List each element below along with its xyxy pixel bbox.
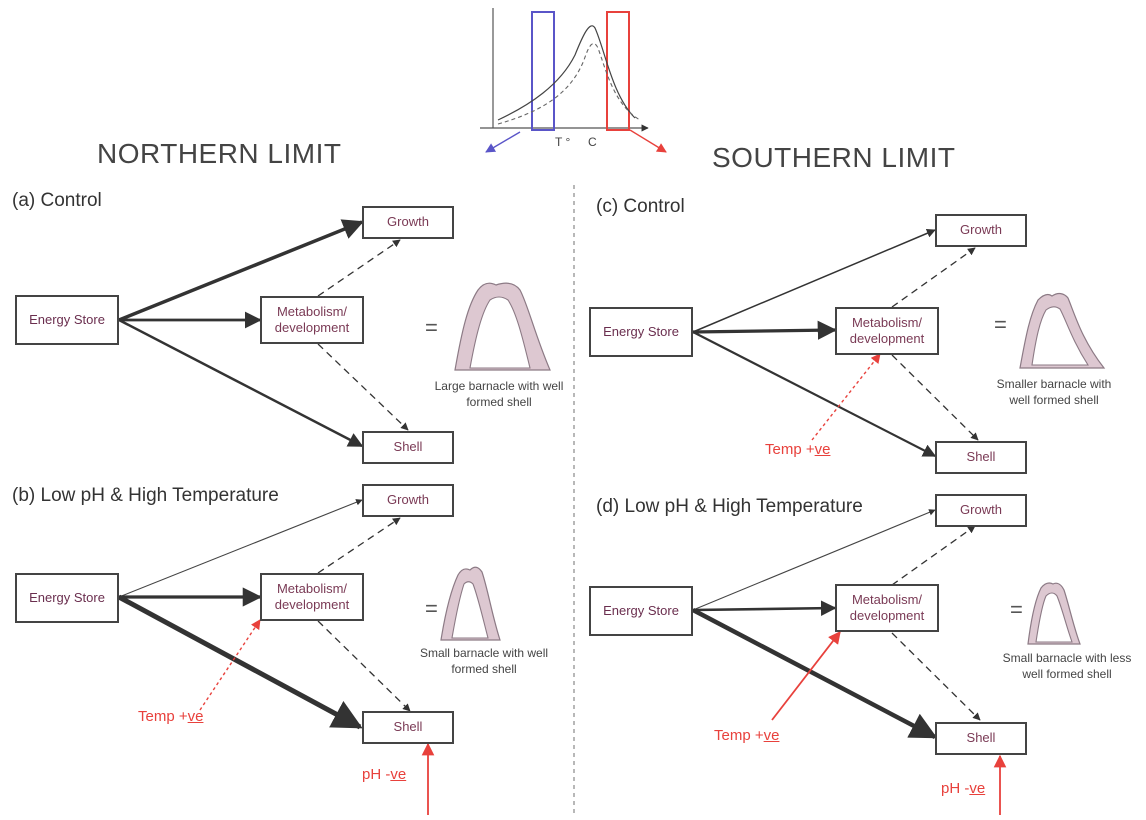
panel-c-arrows [692, 228, 979, 457]
panel-c-equals: = [994, 312, 1007, 337]
panel-c-title: (c) Control [596, 196, 685, 217]
arrow-c-temp [811, 353, 881, 441]
panel-b-equals: = [425, 596, 438, 621]
barnacle-c-icon [1019, 292, 1106, 369]
panel-c-caption: Smaller barnacle with well formed shell [996, 377, 1112, 408]
panel-c-growth: Growth [935, 214, 1027, 247]
panel-b-caption: Small barnacle with well formed shell [419, 646, 549, 677]
panel-d-ph-text: pH - [941, 780, 970, 797]
inset-red-window [606, 11, 630, 131]
panel-a-metabolism: Metabolism/ development [260, 296, 364, 344]
panel-c-temp-label: Temp +ve [765, 441, 830, 458]
arrow-d-energy-shell [691, 608, 938, 739]
panel-b-ph-label: pH -ve [362, 766, 406, 783]
panel-b-shell: Shell [362, 711, 454, 744]
arrow-b-temp [199, 619, 261, 711]
panel-d-shell: Shell [935, 722, 1027, 755]
panel-d-growth: Growth [935, 494, 1027, 527]
arrow-d-metab-growth [891, 525, 976, 586]
barnacle-b-icon [440, 566, 501, 641]
panel-d-temp-ve: ve [763, 727, 780, 744]
heading-northern-limit: NORTHERN LIMIT [97, 138, 342, 169]
arrow-c-energy-shell [692, 331, 937, 457]
panel-c-metabolism: Metabolism/ development [835, 307, 939, 355]
panel-d-equals: = [1010, 597, 1023, 622]
panel-a-caption: Large barnacle with well formed shell [434, 379, 564, 410]
arrow-b-energy-growth [118, 499, 363, 598]
barnacle-d-icon [1027, 582, 1081, 645]
panel-b-ph-ve: ve [390, 766, 407, 783]
panel-d-temp-text: Temp + [714, 727, 764, 744]
inset-dashed-curve [497, 42, 641, 125]
panel-b-growth: Growth [362, 484, 454, 517]
arrow-a-energy-growth [118, 219, 364, 322]
panel-d-ph-ve: ve [969, 780, 986, 797]
arrow-c-energy-growth [692, 228, 936, 333]
panel-b-temp-text: Temp + [138, 708, 188, 725]
inset-blue-arrow [485, 131, 521, 153]
panel-a-shell: Shell [362, 431, 454, 464]
panel-c-temp-ve: ve [814, 441, 831, 458]
arrow-d-temp [771, 631, 841, 721]
arrow-d-energy-growth [692, 509, 936, 611]
panel-b-metabolism: Metabolism/ development [260, 573, 364, 621]
inset-solid-curve [497, 25, 636, 121]
panel-d-caption: Small barnacle with less well formed she… [1002, 651, 1132, 682]
inset-x-label-c: C [588, 135, 597, 149]
arrow-d-energy-metab [692, 600, 837, 616]
panel-c-shell: Shell [935, 441, 1027, 474]
arrow-a-energy-shell [118, 318, 364, 448]
arrow-b-metab-shell [317, 620, 411, 712]
panel-a-equals: = [425, 315, 438, 340]
panel-b-title: (b) Low pH & High Temperature [12, 485, 279, 506]
arrow-a-metab-shell [317, 343, 409, 431]
arrow-c-energy-metab [692, 320, 837, 340]
arrow-c-metab-growth [891, 247, 976, 308]
panel-c-temp-text: Temp + [765, 441, 815, 458]
panel-d-arrows [691, 509, 1007, 815]
panel-c-energy-store: Energy Store [589, 307, 693, 357]
heading-southern-limit: SOUTHERN LIMIT [712, 142, 956, 173]
panel-d-title: (d) Low pH & High Temperature [596, 496, 863, 517]
arrow-b-metab-growth [317, 517, 401, 574]
panel-d-ph-label: pH -ve [941, 780, 985, 797]
panel-b-arrows [117, 499, 435, 815]
inset-x-label-t: T ° [555, 135, 571, 149]
arrow-d-metab-shell [891, 632, 981, 721]
arrow-c-metab-shell [891, 354, 979, 441]
panel-a-growth: Growth [362, 206, 454, 239]
panel-a-title: (a) Control [12, 190, 102, 211]
panel-b-ph-text: pH - [362, 766, 391, 783]
panel-d-energy-store: Energy Store [589, 586, 693, 636]
panel-b-energy-store: Energy Store [15, 573, 119, 623]
arrow-b-energy-shell [117, 594, 363, 730]
panel-d-temp-label: Temp +ve [714, 727, 779, 744]
panel-d-metabolism: Metabolism/ development [835, 584, 939, 632]
barnacle-a-icon [454, 282, 551, 371]
inset-red-arrow [629, 129, 667, 153]
panel-b-temp-ve: ve [187, 708, 204, 725]
arrow-a-metab-growth [317, 239, 401, 297]
panel-b-temp-label: Temp +ve [138, 708, 203, 725]
inset-blue-window [531, 11, 555, 131]
panel-a-arrows [118, 219, 409, 448]
panel-a-energy-store: Energy Store [15, 295, 119, 345]
inset-performance-curve [480, 8, 667, 153]
